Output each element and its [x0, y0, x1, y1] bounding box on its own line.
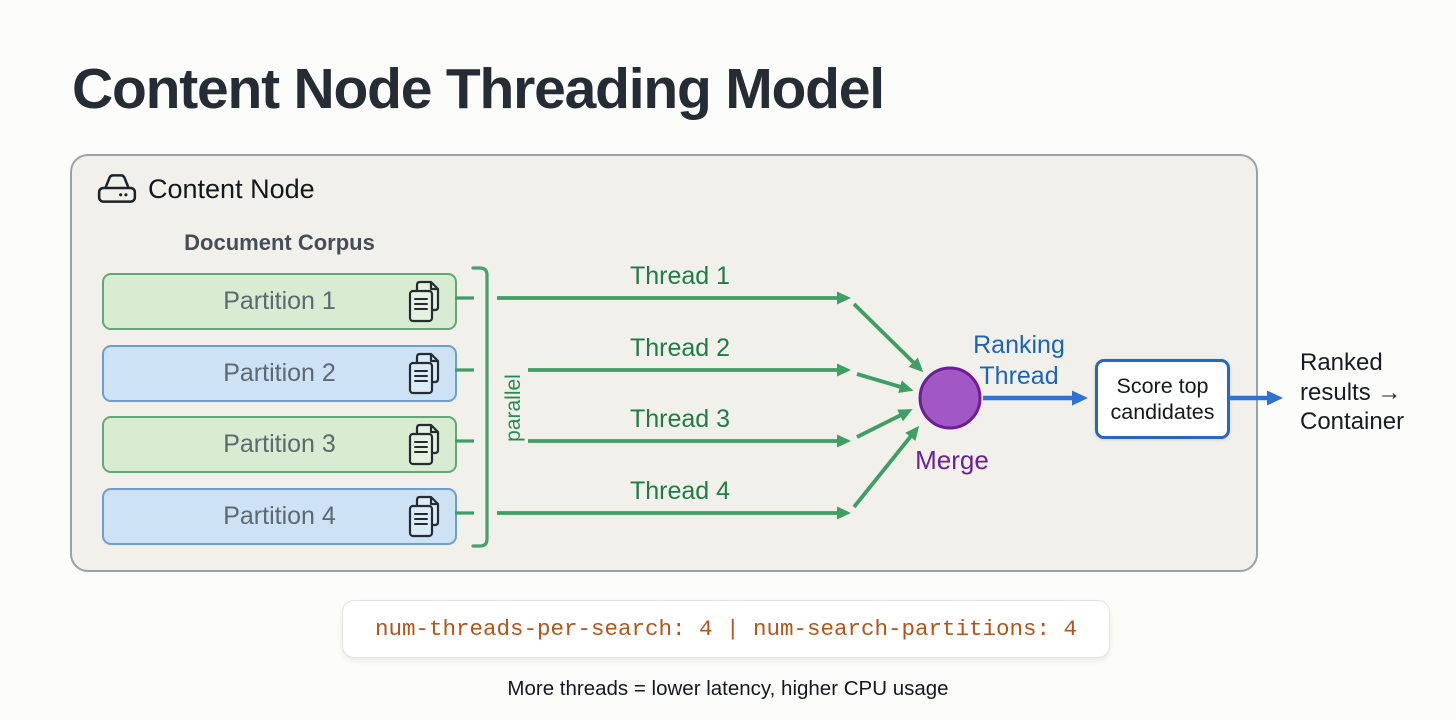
config-code-box: num-threads-per-search: 4 | num-search-p…	[342, 600, 1110, 658]
config-code-text: num-threads-per-search: 4 | num-search-p…	[374, 616, 1078, 642]
ranked-results-label: Ranked results → Container	[1300, 348, 1404, 437]
ranking-thread-line: Thread	[979, 362, 1059, 390]
ranking-thread-line: Ranking	[973, 331, 1065, 359]
thread-2-label: Thread 2	[629, 334, 731, 362]
ranked-results-line: Container	[1300, 408, 1405, 435]
thread-3-label: Thread 3	[629, 405, 731, 433]
documents-icon	[408, 280, 440, 322]
thread-1-label: Thread 1	[629, 262, 731, 290]
content-node-label: Content Node	[148, 174, 315, 204]
hard-drive-icon	[97, 174, 137, 203]
documents-icon	[408, 352, 440, 394]
partition-4: Partition 4	[102, 488, 457, 545]
document-corpus-label: Document Corpus	[184, 230, 375, 255]
partition-label: Partition 4	[223, 502, 336, 530]
ranked-results-line: Ranked	[1300, 349, 1383, 376]
merge-label: Merge	[915, 445, 989, 475]
ranked-results-line: results →	[1300, 378, 1402, 406]
score-box-line: candidates	[1110, 400, 1215, 424]
documents-icon	[408, 495, 440, 537]
partition-label: Partition 2	[223, 359, 336, 387]
partition-3: Partition 3	[102, 416, 457, 473]
score-top-candidates-box: Score top candidates	[1095, 359, 1230, 439]
caption-text: More threads = lower latency, higher CPU…	[507, 677, 949, 700]
partition-1: Partition 1	[102, 273, 457, 330]
partition-label: Partition 1	[223, 287, 336, 315]
score-box-line: Score top	[1116, 374, 1209, 398]
thread-4-label: Thread 4	[629, 477, 731, 505]
parallel-label: parallel	[502, 374, 525, 442]
content-node-box: Content Node Document Corpus Partition 1…	[70, 154, 1258, 572]
page-title: Content Node Threading Model	[72, 57, 885, 121]
ranking-thread-label: Ranking Thread	[958, 330, 1080, 392]
documents-icon	[408, 423, 440, 465]
partition-label: Partition 3	[223, 430, 336, 458]
partition-2: Partition 2	[102, 345, 457, 402]
